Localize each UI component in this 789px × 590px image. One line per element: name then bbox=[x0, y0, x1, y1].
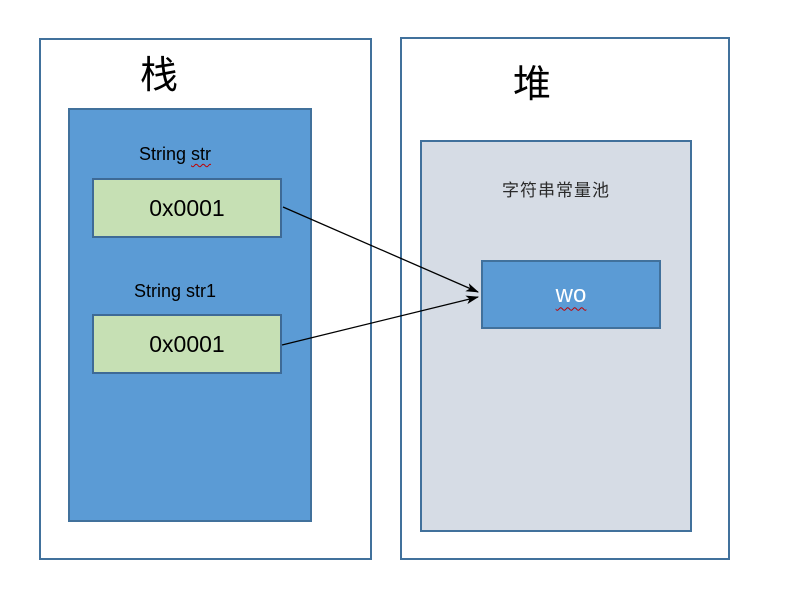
variable-label-str-word: str bbox=[191, 144, 212, 164]
variable-label-str1: String str1 bbox=[133, 281, 217, 301]
reference-value-str1: 0x0001 bbox=[149, 330, 225, 357]
stack-title: 栈 bbox=[139, 53, 178, 97]
reference-box-str: 0x0001 bbox=[92, 178, 282, 238]
string-object-box: wo bbox=[481, 260, 661, 329]
reference-value-str: 0x0001 bbox=[149, 194, 225, 221]
string-object-value: wo bbox=[555, 280, 587, 308]
string-constant-pool: 字符串常量池 wo bbox=[420, 140, 692, 532]
string-constant-pool-label: 字符串常量池 bbox=[502, 181, 610, 201]
heap-panel: 堆 字符串常量池 wo bbox=[400, 37, 730, 560]
variable-label-str-prefix: String bbox=[138, 144, 186, 164]
reference-box-str1: 0x0001 bbox=[92, 314, 282, 374]
heap-title: 堆 bbox=[512, 62, 551, 106]
